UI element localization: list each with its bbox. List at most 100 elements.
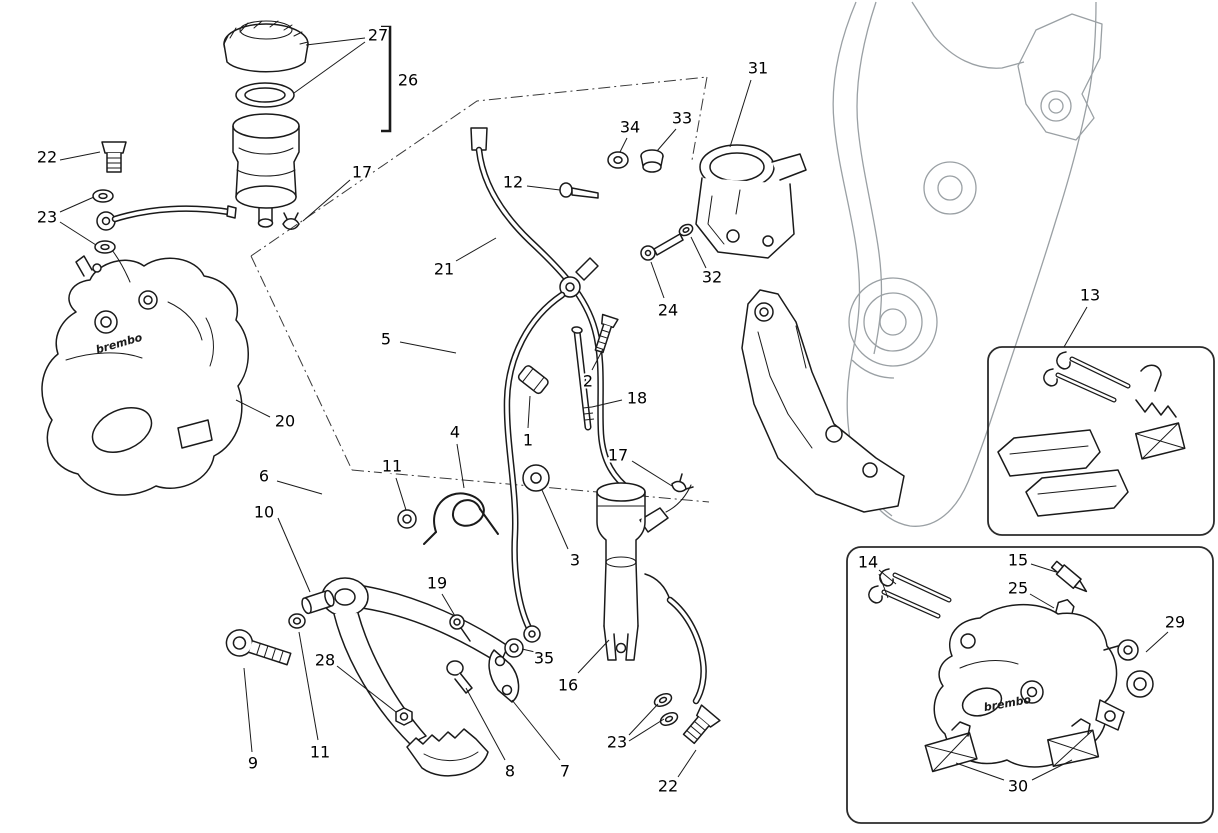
- callout-33: 33: [672, 109, 692, 128]
- leader-line-8: [465, 687, 506, 761]
- callout-32: 32: [702, 268, 722, 287]
- reservoir-cap-27: [223, 20, 309, 73]
- caliper-brake-hose: [96, 205, 237, 231]
- rear-caliper-kit-body: brembo: [933, 604, 1125, 768]
- washer-11-upper: [397, 509, 417, 529]
- callout-22: 22: [658, 777, 678, 796]
- screw-12: [559, 182, 599, 199]
- callout-15: 15: [1008, 551, 1028, 570]
- leader-line-23: [59, 221, 97, 246]
- leader-line-14: [878, 569, 897, 585]
- master-cylinder-16: [596, 482, 692, 661]
- callout-21: 21: [434, 260, 454, 279]
- leader-line-33: [656, 128, 677, 152]
- inset-box-13: [987, 346, 1215, 536]
- leader-line-32: [690, 236, 707, 269]
- pad-kit-parts: [997, 351, 1186, 517]
- hose-clip-17-top: [282, 212, 300, 230]
- callout-11: 11: [382, 457, 402, 476]
- leader-line-13: [1063, 306, 1088, 348]
- callout-11: 11: [310, 743, 330, 762]
- leader-line-12: [526, 185, 561, 191]
- bleed-valve-15: [1050, 560, 1088, 593]
- hose-5: [503, 257, 599, 643]
- callout-29: 29: [1165, 613, 1185, 632]
- reservoir-body: [232, 113, 300, 228]
- leader-lines-layer: [59, 37, 1169, 781]
- callout-17: 17: [608, 446, 628, 465]
- bushing-10: [301, 589, 335, 615]
- washer-35: [504, 638, 524, 658]
- callout-19: 19: [427, 574, 447, 593]
- leader-line-34: [619, 137, 628, 153]
- leader-line-2: [591, 348, 604, 371]
- callout-22: 22: [37, 148, 57, 167]
- leader-line-15: [1030, 563, 1057, 573]
- leader-line-22: [59, 151, 101, 161]
- washer-11-lower: [288, 613, 306, 629]
- callout-2: 2: [583, 372, 593, 391]
- pushrod-18: [571, 326, 595, 431]
- leader-line-18: [591, 399, 623, 408]
- leader-line-1: [527, 395, 531, 429]
- leader-line-16: [577, 639, 610, 674]
- leader-line-20: [235, 399, 271, 418]
- lower-hose: [666, 596, 707, 705]
- callout-23: 23: [37, 208, 57, 227]
- clevis-link-7: [488, 649, 520, 703]
- washers-23-lower: [653, 692, 679, 727]
- callout-27: 27: [368, 26, 388, 45]
- callout-30: 30: [1008, 777, 1028, 796]
- callout-9: 9: [248, 754, 258, 773]
- leader-line-9: [243, 667, 253, 753]
- callout-17: 17: [352, 163, 372, 182]
- leader-line-29: [1145, 631, 1169, 653]
- callout-5: 5: [381, 330, 391, 349]
- leader-line-11: [298, 631, 319, 741]
- reservoir-bracket-31: [695, 144, 807, 259]
- rear-caliper-20: brembo: [41, 249, 249, 496]
- leader-line-6: [276, 480, 323, 495]
- callout-13: 13: [1080, 286, 1100, 305]
- leader-line-11: [395, 477, 407, 511]
- screw-24: [640, 233, 684, 261]
- leader-line-14: [878, 573, 889, 599]
- callout-26: 26: [398, 71, 418, 90]
- leader-line-28: [336, 665, 397, 713]
- plug-29: [1103, 639, 1154, 698]
- callout-3: 3: [570, 551, 580, 570]
- leader-line-19: [441, 593, 456, 617]
- brake-pedal-lever: [321, 577, 509, 777]
- banjo-bolt-22-top: [101, 141, 127, 173]
- bracket-26-brace: [381, 25, 392, 133]
- leader-line-23: [628, 703, 659, 736]
- leader-line-23: [628, 718, 665, 742]
- washer-32: [678, 223, 694, 237]
- pad-pins-14: [868, 568, 952, 619]
- callout-24: 24: [658, 301, 678, 320]
- callout-20: 20: [275, 412, 295, 431]
- callout-10: 10: [254, 503, 274, 522]
- hose-21: [470, 127, 635, 495]
- callout-35: 35: [534, 649, 554, 668]
- leader-line-21: [455, 237, 497, 262]
- leader-line-17: [302, 179, 351, 222]
- callout-7: 7: [560, 762, 570, 781]
- return-spring-4: [423, 492, 499, 545]
- leader-line-7: [511, 699, 561, 761]
- callout-1: 1: [523, 431, 533, 450]
- inset-box-rear-caliper: brembo: [846, 546, 1214, 824]
- reservoir-seal: [235, 82, 295, 108]
- callout-16: 16: [558, 676, 578, 695]
- spacer-1: [517, 365, 549, 395]
- pivot-pin-9: [225, 629, 292, 666]
- bolt-2: [594, 313, 619, 354]
- leader-line-31: [729, 79, 752, 148]
- leader-line-5: [399, 341, 457, 354]
- leader-line-30: [1031, 759, 1073, 781]
- grommet-33: [640, 149, 664, 173]
- washer-3: [522, 464, 550, 492]
- leader-line-25: [1029, 593, 1055, 609]
